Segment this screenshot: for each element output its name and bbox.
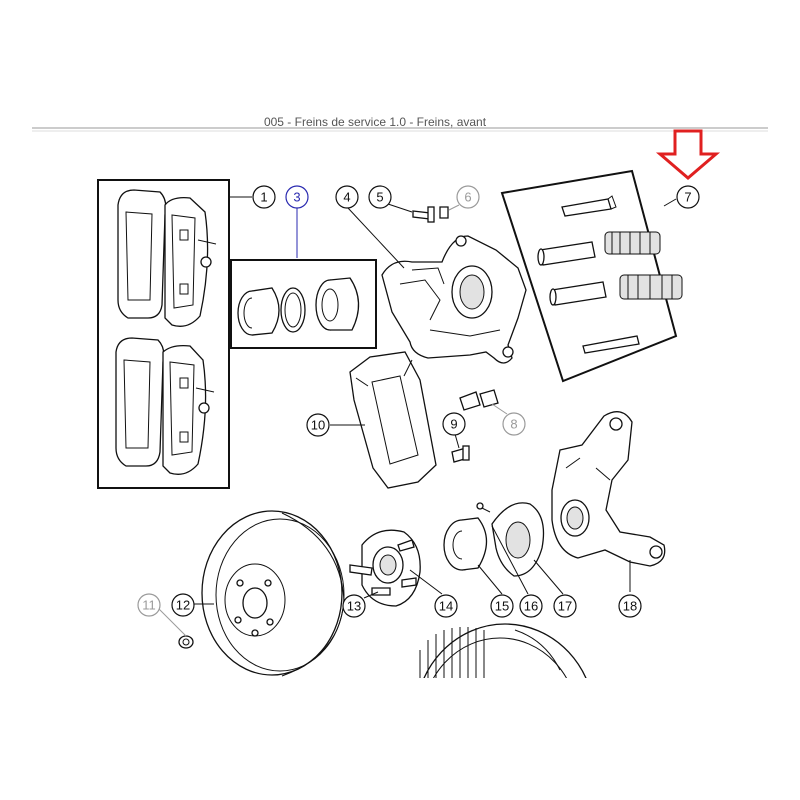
svg-text:17: 17	[558, 599, 572, 614]
svg-text:13: 13	[347, 599, 361, 614]
svg-text:5: 5	[376, 190, 383, 205]
svg-text:8: 8	[510, 417, 517, 432]
leader-lines	[155, 196, 677, 637]
callout-6: 6	[456, 185, 480, 209]
callout-16: 16	[519, 594, 543, 618]
steering-knuckle	[551, 411, 666, 567]
brake-pad-set-lower	[115, 337, 215, 475]
pad-clips	[459, 389, 499, 411]
piston-seal-kit	[237, 277, 360, 336]
wheel-partial	[419, 623, 587, 678]
bleeder-cap	[439, 206, 449, 219]
brake-rotor	[201, 510, 345, 677]
brake-pad-set-upper	[117, 189, 217, 327]
callout-3: 3	[285, 185, 309, 209]
wheel-hub	[349, 529, 421, 607]
callout-12: 12	[171, 593, 195, 617]
callout-5: 5	[368, 185, 392, 209]
bleeder-screw	[412, 206, 435, 223]
svg-text:15: 15	[495, 599, 509, 614]
diagram-title: 005 - Freins de service 1.0 - Freins, av…	[264, 115, 487, 129]
callout-10: 10	[306, 413, 330, 437]
svg-text:10: 10	[311, 418, 325, 433]
caliper-adapter	[349, 351, 437, 489]
callout-7: 7	[676, 185, 700, 209]
callout-14: 14	[434, 594, 458, 618]
slide-pin-kit-box	[500, 169, 678, 383]
callout-4: 4	[335, 185, 359, 209]
callout-15: 15	[490, 594, 514, 618]
dust-shield	[476, 502, 545, 577]
boot-upper	[604, 231, 661, 255]
callout-9: 9	[442, 412, 466, 436]
svg-text:11: 11	[142, 598, 156, 613]
svg-text:14: 14	[439, 599, 453, 614]
callout-1: 1	[252, 185, 276, 209]
callout-13: 13	[342, 594, 366, 618]
svg-text:3: 3	[293, 190, 300, 205]
svg-text:16: 16	[524, 599, 538, 614]
callout-18: 18	[618, 594, 642, 618]
svg-text:1: 1	[260, 190, 267, 205]
header-strip: 005 - Freins de service 1.0 - Freins, av…	[32, 115, 768, 132]
slide-pin-kit	[537, 195, 683, 354]
svg-text:7: 7	[684, 190, 691, 205]
boot-lower	[619, 274, 683, 300]
hub-bearing	[443, 517, 488, 571]
callout-17: 17	[553, 594, 577, 618]
wheel-nut	[178, 635, 194, 649]
svg-text:9: 9	[450, 417, 457, 432]
down-arrow-icon	[655, 129, 721, 180]
caliper-bolt	[451, 445, 470, 463]
caliper-seal-kit-box	[230, 259, 377, 349]
brake-caliper	[381, 235, 527, 364]
svg-text:4: 4	[343, 190, 350, 205]
callout-11: 11	[137, 593, 161, 617]
brake-pads-box	[97, 179, 230, 489]
svg-text:6: 6	[464, 190, 471, 205]
svg-text:12: 12	[176, 598, 190, 613]
svg-text:18: 18	[623, 599, 637, 614]
callout-8: 8	[502, 412, 526, 436]
